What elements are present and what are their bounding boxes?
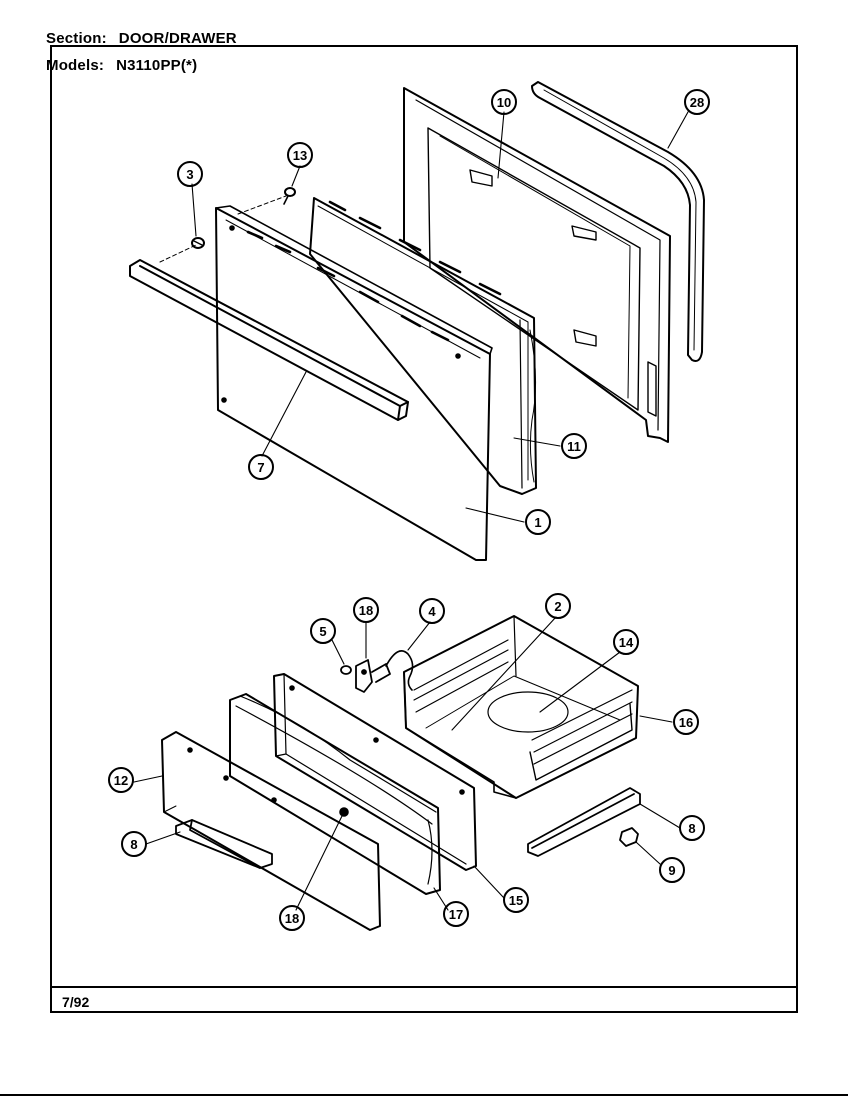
callout-2-label: 2	[554, 599, 561, 614]
diagram-frame	[50, 45, 798, 1013]
callout-15: 15	[503, 887, 529, 913]
callout-17-label: 17	[449, 907, 463, 922]
handle-screw-top	[283, 187, 296, 205]
models-value: N3110PP(*)	[116, 57, 198, 74]
callout-7: 7	[248, 454, 274, 480]
callout-18-upper: 18	[353, 597, 379, 623]
callout-9: 9	[659, 857, 685, 883]
door-handle	[129, 259, 409, 421]
callout-17: 17	[443, 901, 469, 927]
outer-door-panel	[215, 205, 493, 561]
door-insulation	[309, 197, 537, 495]
callout-15-label: 15	[509, 893, 523, 908]
callout-10: 10	[491, 89, 517, 115]
section-heading: Section: DOOR/DRAWER	[46, 30, 237, 47]
callout-8-handle-label: 8	[130, 837, 137, 852]
drawer-inner-panel	[273, 673, 477, 871]
handle-screw	[191, 237, 205, 249]
section-label: Section:	[46, 30, 107, 47]
callout-9-label: 9	[668, 863, 675, 878]
callout-18-lower-label: 18	[285, 911, 299, 926]
callout-3: 3	[177, 161, 203, 187]
drawer-insulation	[229, 693, 441, 895]
section-value: DOOR/DRAWER	[118, 30, 237, 47]
drawer-bracket	[355, 659, 391, 693]
callout-18-upper-label: 18	[359, 603, 373, 618]
leader-lines	[133, 111, 689, 911]
callout-4: 4	[419, 598, 445, 624]
drawer-front-panel	[161, 731, 381, 931]
models-label: Models:	[46, 57, 105, 74]
models-heading: Models: N3110PP(*)	[46, 57, 197, 74]
callout-bubbles: 3 13 10 28 7 11 1 18 4 2 5 14 16 12 8 8 …	[108, 89, 710, 931]
callout-3-label: 3	[186, 167, 193, 182]
callout-16: 16	[673, 709, 699, 735]
page-bottom-rule	[0, 1094, 848, 1096]
callout-10-label: 10	[497, 95, 511, 110]
callout-28-label: 28	[690, 95, 704, 110]
callout-5: 5	[310, 618, 336, 644]
callout-2: 2	[545, 593, 571, 619]
callout-13: 13	[287, 142, 313, 168]
footer-date: 7/92	[62, 994, 90, 1010]
door-gasket	[531, 81, 705, 362]
callout-13-label: 13	[293, 148, 307, 163]
callout-5-label: 5	[319, 624, 326, 639]
callout-28: 28	[684, 89, 710, 115]
drawer-handle	[175, 819, 273, 869]
callout-18-lower: 18	[279, 905, 305, 931]
callout-4-label: 4	[428, 604, 436, 619]
callout-8-rail-label: 8	[688, 821, 695, 836]
callout-12: 12	[108, 767, 134, 793]
screw-guide-lines	[159, 195, 287, 263]
drawer-spring	[385, 650, 414, 691]
inner-door-liner	[403, 87, 671, 443]
footer-divider	[50, 986, 798, 988]
callout-11-label: 11	[567, 439, 581, 454]
callout-14: 14	[613, 629, 639, 655]
drawer-body	[403, 615, 639, 799]
callout-8-rail: 8	[679, 815, 705, 841]
callout-11: 11	[561, 433, 587, 459]
drawer-rail	[527, 787, 641, 857]
bracket-screw	[340, 665, 352, 675]
callout-14-label: 14	[619, 635, 634, 650]
callout-16-label: 16	[679, 715, 693, 730]
callout-12-label: 12	[114, 773, 128, 788]
callout-8-handle: 8	[121, 831, 147, 857]
rail-roller	[619, 827, 639, 847]
callout-1: 1	[525, 509, 551, 535]
callout-7-label: 7	[257, 460, 264, 475]
callout-1-label: 1	[534, 515, 541, 530]
